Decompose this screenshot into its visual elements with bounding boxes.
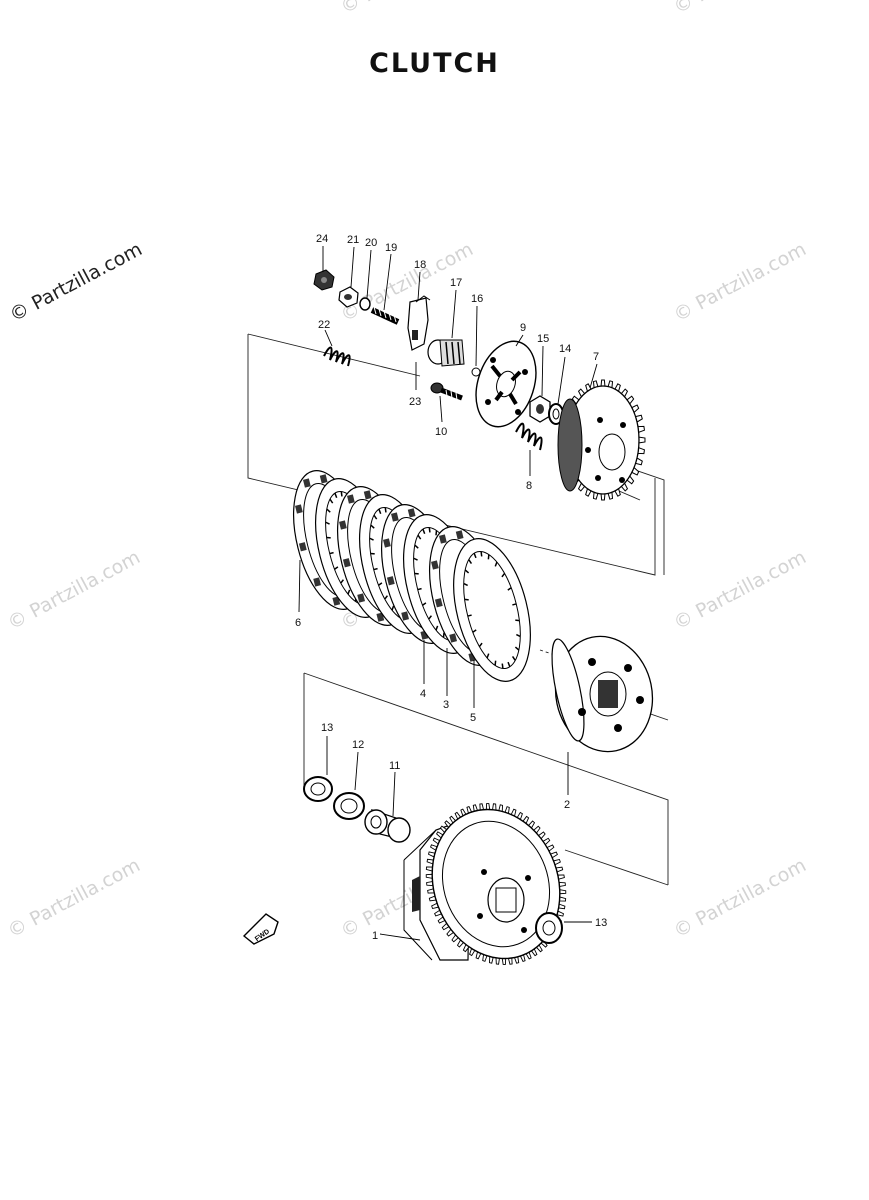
callout-21: 21 bbox=[347, 234, 359, 246]
watermark-text: © Partzilla.com bbox=[4, 854, 144, 942]
callout-13: 13 bbox=[595, 917, 607, 929]
callout-5: 5 bbox=[470, 712, 476, 724]
callout-23: 23 bbox=[409, 396, 421, 408]
part-14-washer bbox=[548, 403, 564, 425]
callout-6: 6 bbox=[295, 617, 301, 629]
watermark-text: © Partzilla.com bbox=[4, 546, 144, 634]
part-12-washer bbox=[333, 792, 365, 820]
callout-20: 20 bbox=[365, 237, 377, 249]
callout-12: 12 bbox=[352, 739, 364, 751]
leader-lines bbox=[298, 246, 598, 941]
part-1-clutch-housing bbox=[403, 803, 567, 965]
clutch-plate-stack bbox=[293, 470, 531, 682]
watermark-text: © Partzilla.com bbox=[6, 238, 146, 326]
part-15-nut bbox=[529, 395, 551, 423]
part-18-lever bbox=[407, 295, 431, 351]
part-17-adjuster bbox=[427, 339, 465, 367]
callout-9: 9 bbox=[520, 322, 526, 334]
part-13-thrust-washer bbox=[535, 912, 563, 944]
callout-1: 1 bbox=[372, 930, 378, 942]
watermark-text: © Partzilla.com bbox=[670, 546, 810, 634]
part-16-ball bbox=[471, 367, 481, 377]
part-24-nut bbox=[313, 269, 335, 291]
part-8-spring bbox=[515, 422, 543, 451]
part-9-pressure-plate bbox=[475, 340, 537, 428]
callout-11: 11 bbox=[389, 760, 400, 772]
part-21-nut bbox=[338, 286, 359, 308]
part-10-bolt bbox=[430, 382, 463, 401]
callout-10: 10 bbox=[435, 426, 447, 438]
lower-frame-line bbox=[303, 673, 320, 791]
callout-14: 14 bbox=[559, 343, 571, 355]
callout-2: 2 bbox=[564, 799, 570, 811]
callout-8: 8 bbox=[526, 480, 532, 492]
callout-15: 15 bbox=[537, 333, 549, 345]
callout-7: 7 bbox=[593, 351, 599, 363]
part-2-clutch-boss bbox=[551, 635, 654, 753]
part-19-screw bbox=[370, 306, 400, 325]
part-13-thrust-washer bbox=[303, 776, 333, 802]
callout-22: 22 bbox=[318, 319, 330, 331]
callout-17: 17 bbox=[450, 277, 462, 289]
part-11-bushing bbox=[364, 809, 411, 843]
diagram-title: CLUTCH bbox=[369, 48, 500, 79]
watermark-text: © Partzilla.com bbox=[670, 238, 810, 326]
lower-frame-line bbox=[564, 849, 669, 886]
watermarks: © Partzilla.com © Partzilla.com © Partzi… bbox=[4, 0, 810, 942]
callout-19: 19 bbox=[385, 242, 397, 254]
callout-18: 18 bbox=[414, 259, 426, 271]
upper-frame-line bbox=[247, 333, 421, 377]
part-7-primary-gear bbox=[557, 379, 646, 501]
watermark-text: © Partzilla.com bbox=[670, 0, 810, 18]
part-20-washer bbox=[359, 297, 371, 311]
fwd-arrow-icon: FWD bbox=[242, 913, 279, 945]
watermark-text: © Partzilla.com bbox=[337, 0, 477, 18]
lower-frame-line bbox=[303, 672, 669, 885]
callout-13: 13 bbox=[321, 722, 333, 734]
callout-labels: 24 21 20 19 18 17 16 9 15 14 7 22 23 10 … bbox=[295, 233, 607, 942]
callout-3: 3 bbox=[443, 699, 449, 711]
watermark-text: © Partzilla.com bbox=[670, 854, 810, 942]
callout-4: 4 bbox=[420, 688, 426, 700]
callout-16: 16 bbox=[471, 293, 483, 305]
callout-24: 24 bbox=[316, 233, 328, 245]
part-22-spring bbox=[323, 346, 351, 367]
